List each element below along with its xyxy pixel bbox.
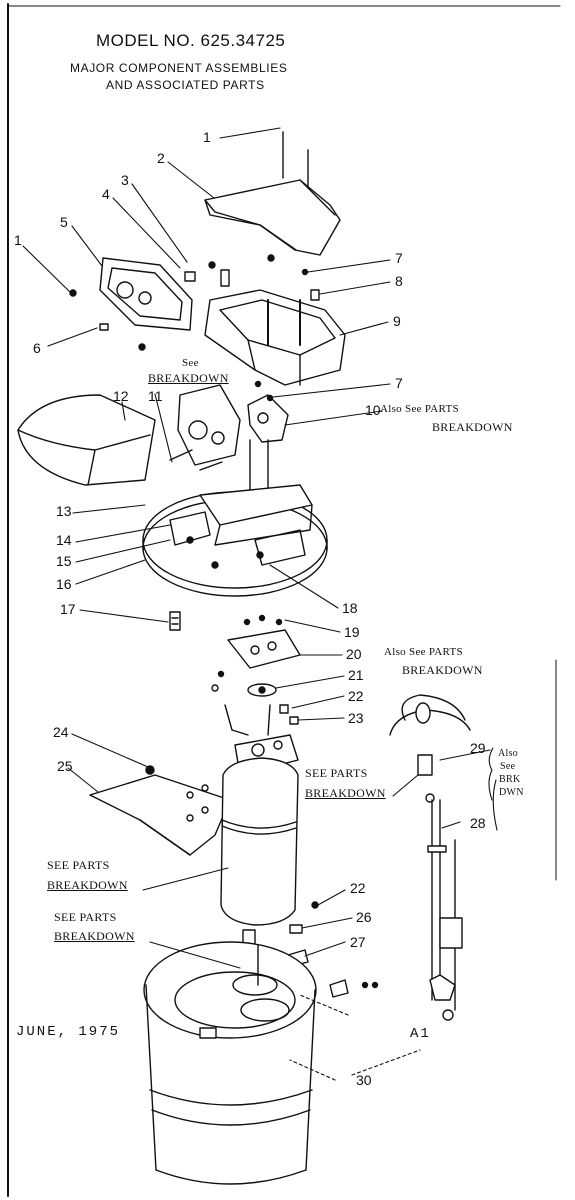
note-breakdown-brine: BREAKDOWN: [54, 929, 135, 943]
part-number-8: 8: [395, 273, 403, 289]
note-also-see-parts-10: Also See PARTS: [380, 403, 459, 415]
subtitle-line-2: AND ASSOCIATED PARTS: [106, 78, 265, 92]
brine-tank-part: [144, 942, 316, 1184]
part-number-28: 28: [470, 815, 486, 831]
part-number-27: 27: [350, 934, 366, 950]
part-number-15: 15: [56, 553, 72, 569]
note-breakdown-valve: BREAKDOWN: [305, 786, 386, 800]
part-number-30: 30: [356, 1072, 372, 1088]
note-see-upper: See: [182, 357, 199, 369]
model-number-title: MODEL NO. 625.34725: [96, 31, 286, 50]
leader-lines: [23, 128, 497, 1080]
side-cover-part: [18, 395, 155, 485]
note-breakdown-upper: BREAKDOWN: [148, 371, 229, 385]
part-number-12: 12: [113, 388, 129, 404]
part-number-9: 9: [393, 313, 401, 329]
part-number-2: 2: [157, 150, 165, 166]
part-number-22-upper: 22: [348, 688, 364, 704]
small-hardware-left: [70, 262, 215, 350]
base-plate-part: [143, 485, 327, 596]
note-see-parts-brine: SEE PARTS: [54, 910, 117, 924]
part-number-3: 3: [121, 172, 129, 188]
note-also-see-parts-20: Also See PARTS: [384, 646, 463, 658]
part-number-18: 18: [342, 600, 358, 616]
part-number-13: 13: [56, 503, 72, 519]
note-see-small: See: [500, 761, 516, 772]
part-number-25: 25: [57, 758, 73, 774]
part-number-20: 20: [346, 646, 362, 662]
bracket-part: [212, 616, 300, 736]
top-cover-part: [205, 132, 340, 255]
note-breakdown-tank: BREAKDOWN: [47, 878, 128, 892]
valve-part: [248, 382, 288, 501]
part-number-4: 4: [102, 186, 110, 202]
part-number-5: 5: [60, 214, 68, 230]
part-number-7-upper: 7: [395, 250, 403, 266]
part-number-10: 10: [365, 402, 381, 418]
part-number-21: 21: [348, 667, 364, 683]
part-number-29: 29: [470, 740, 486, 756]
part-number-1-top: 1: [203, 129, 211, 145]
part-number-1-left: 1: [14, 232, 22, 248]
note-parts-breakdown-20: BREAKDOWN: [402, 663, 483, 677]
part-number-16: 16: [56, 576, 72, 592]
part-number-24: 24: [53, 724, 69, 740]
part-number-11: 11: [148, 388, 163, 404]
clip-part: [170, 612, 180, 630]
part-number-19: 19: [344, 624, 360, 640]
note-also: Also: [498, 748, 519, 759]
footer-date: JUNE, 1975: [16, 1024, 121, 1040]
part-number-6: 6: [33, 340, 41, 356]
part-number-23: 23: [348, 710, 364, 726]
part-number-22-lower: 22: [350, 880, 366, 896]
part-number-17: 17: [60, 601, 76, 617]
note-parts-breakdown-10: BREAKDOWN: [432, 420, 513, 434]
housing-tray-part: [205, 255, 345, 385]
footer-page-code: A1: [410, 1026, 431, 1042]
note-see-parts-valve: SEE PARTS: [305, 766, 368, 780]
part-number-14: 14: [56, 532, 72, 548]
timer-assembly-part: [170, 385, 240, 470]
subtitle-line-1: MAJOR COMPONENT ASSEMBLIES: [70, 61, 288, 75]
front-panel-part: [100, 258, 192, 330]
brine-well-part: [90, 766, 230, 855]
note-dwn: DWN: [499, 787, 524, 798]
part-number-26: 26: [356, 909, 372, 925]
note-see-parts-tank: SEE PARTS: [47, 858, 110, 872]
part-number-7-lower: 7: [395, 375, 403, 391]
note-brk: BRK: [499, 774, 521, 785]
resin-tank-part: [221, 735, 298, 925]
brine-valve-assembly: [390, 695, 470, 1020]
